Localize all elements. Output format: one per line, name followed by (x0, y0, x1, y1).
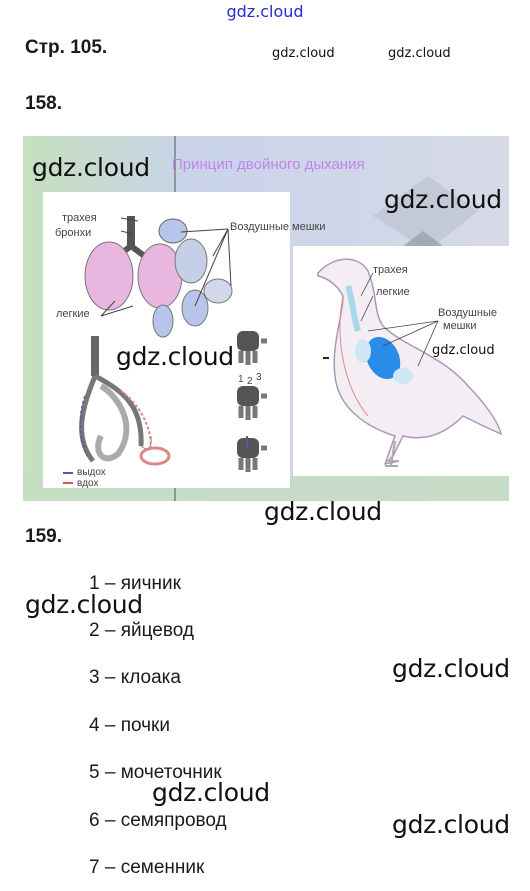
task-number-159: 159. (25, 526, 62, 547)
label-air-sacs-left: Воздушные мешки (230, 221, 326, 233)
watermark: gdz.cloud (272, 46, 335, 61)
label-air-sacs-right-line2: мешки (443, 320, 477, 332)
watermark: gdz.cloud (392, 654, 510, 683)
figure-title: Принцип двойного дыхания (172, 156, 365, 173)
answer-item: 6 – семяпровод (89, 810, 227, 831)
finger-number-1: 1 (238, 374, 244, 385)
watermark: gdz.cloud (25, 590, 143, 619)
page-reference: Стр. 105. (25, 37, 108, 58)
label-trachea-left: трахея (62, 212, 97, 224)
answer-item: 1 – яичник (89, 573, 181, 594)
label-bronchi: бронхи (55, 227, 92, 239)
watermark: gdz.cloud (116, 342, 234, 371)
answer-item: 5 – мочеточник (89, 762, 222, 783)
legend-inhale: вдох (77, 478, 99, 489)
answer-item: 4 – почки (89, 715, 170, 736)
label-air-sacs-right-line1: Воздушные (438, 307, 497, 319)
bird-air-sacs-diagram (317, 258, 503, 467)
finger-number-3: 3 (256, 372, 262, 383)
finger-number-2: 2 (247, 376, 253, 387)
watermark: gdz.cloud (32, 153, 150, 182)
legend-exhale: выдох (77, 467, 106, 478)
watermark: gdz.cloud (432, 343, 495, 358)
watermark: gdz.cloud (264, 497, 382, 526)
task-number-158: 158. (25, 93, 62, 114)
answer-item: 7 – семенник (89, 857, 205, 878)
watermark: gdz.cloud (384, 185, 502, 214)
answer-item: 3 – клоака (89, 667, 181, 688)
watermark: gdz.cloud (152, 778, 270, 807)
watermark: gdz.cloud (388, 46, 451, 61)
label-trachea-right: трахея (373, 264, 408, 276)
answer-item: 2 – яйцевод (89, 620, 194, 641)
watermark: gdz.cloud (392, 810, 510, 839)
label-lungs-right: легкие (376, 286, 410, 298)
label-lungs-left: легкие (56, 308, 90, 320)
breathing-diagram-figure: трахея бронхи Воздушные мешки легкие выд… (23, 136, 509, 501)
site-logo[interactable]: gdz.cloud (226, 2, 304, 21)
lungs-air-sacs-diagram (63, 216, 267, 484)
